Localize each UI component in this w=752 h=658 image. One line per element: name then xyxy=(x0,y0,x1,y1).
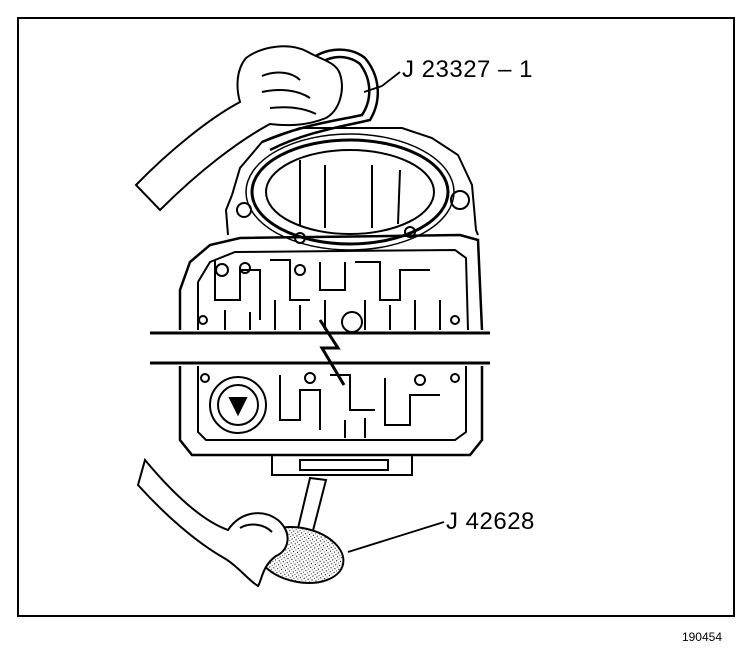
break-symbol xyxy=(318,319,346,386)
valve-body-lower xyxy=(178,366,484,476)
hand-top xyxy=(134,45,343,212)
figure-number: 190454 xyxy=(681,630,722,644)
pump-bore xyxy=(250,138,450,246)
leader-line-top xyxy=(363,71,401,93)
callout-tool-top: J 23327 – 1 xyxy=(402,56,533,83)
break-band xyxy=(150,319,490,386)
callout-tool-bottom: J 42628 xyxy=(446,508,535,535)
hand-bottom xyxy=(136,457,289,588)
tool-j23327-ring xyxy=(261,48,380,152)
accumulator-piston xyxy=(209,376,267,434)
diagram-border xyxy=(17,17,735,617)
transmission-case xyxy=(178,127,484,333)
leader-line-bottom xyxy=(347,521,445,553)
